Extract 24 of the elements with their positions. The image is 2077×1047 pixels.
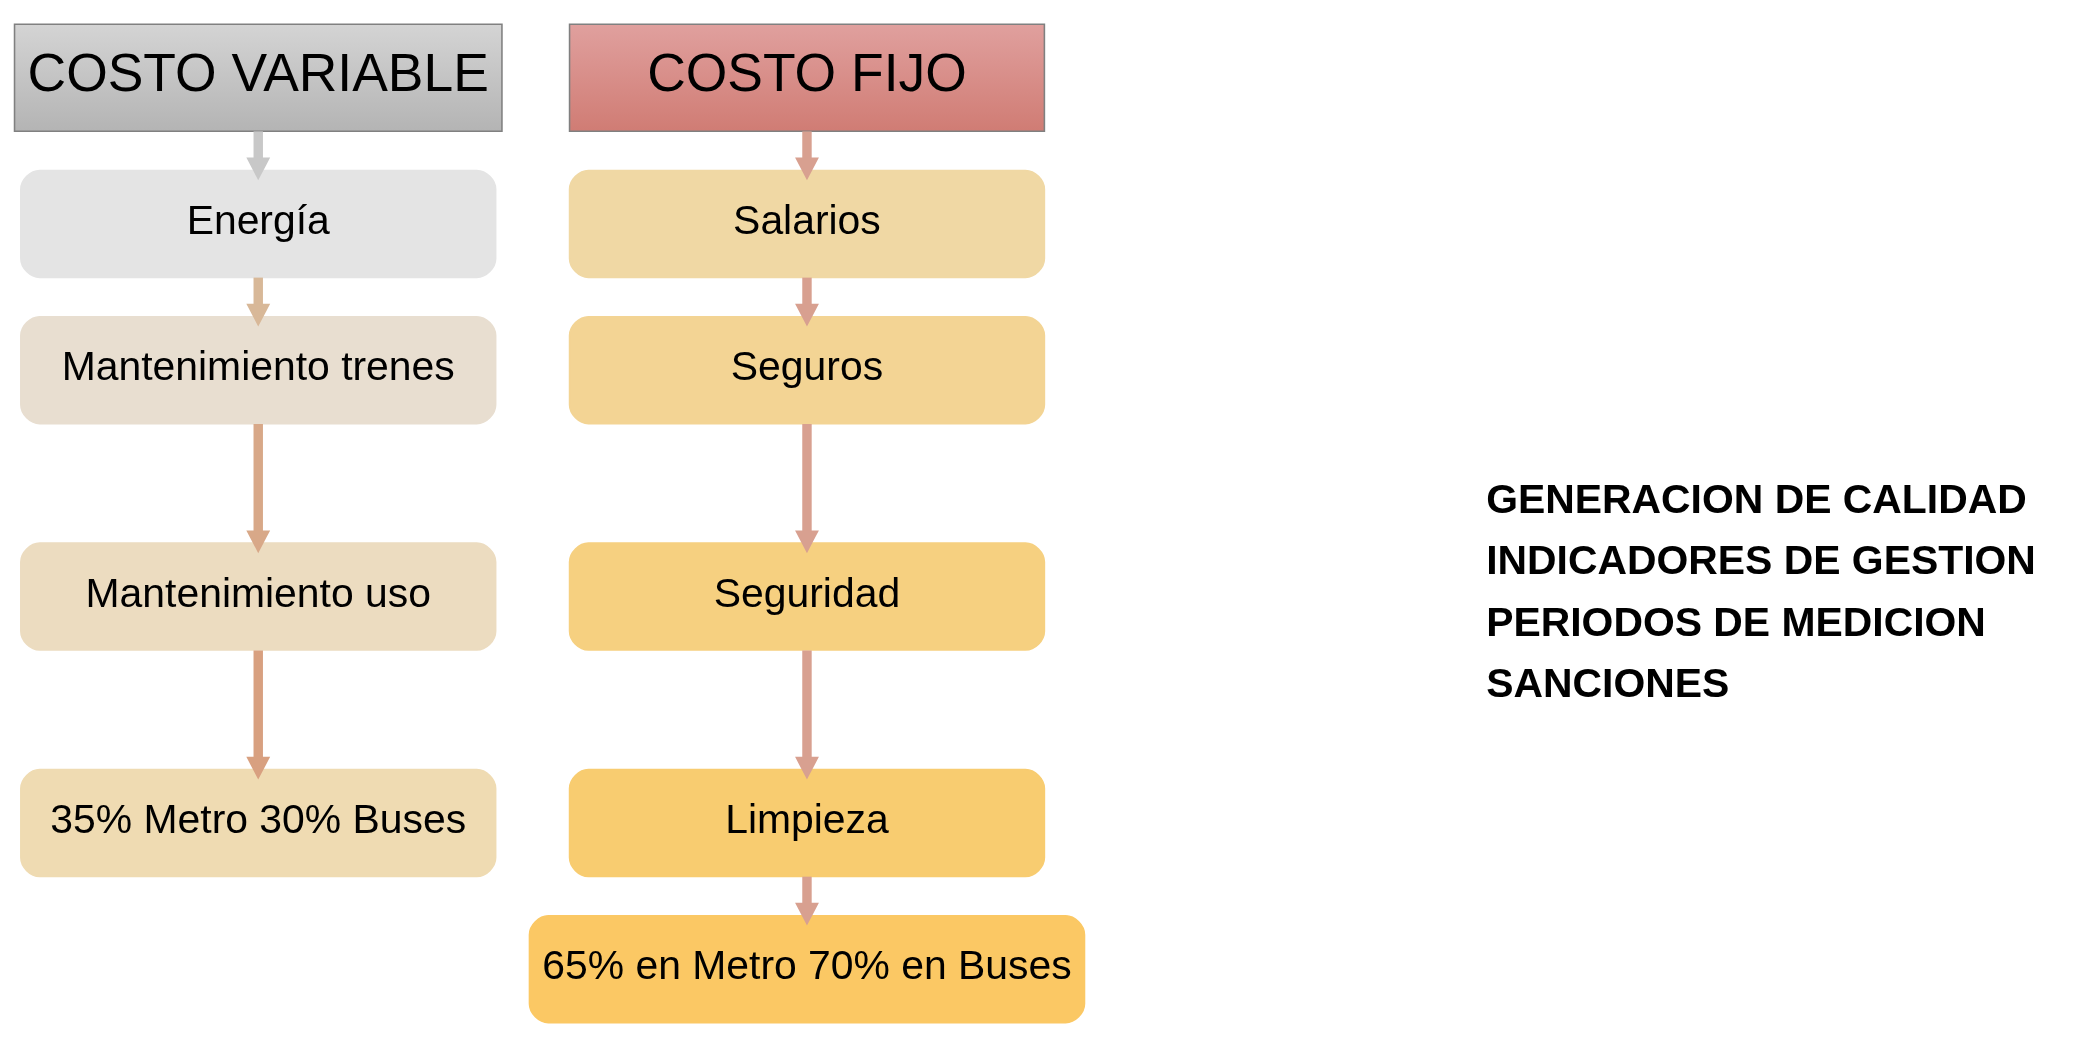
arrow: [795, 277, 819, 327]
node-box: 65% en Metro 70% en Buses: [528, 915, 1086, 1024]
node-box: Salarios: [568, 169, 1046, 279]
arrow: [795, 424, 819, 554]
arrow: [246, 277, 271, 327]
label: PERIODOS DE MEDICION: [1486, 598, 1986, 645]
node-box: COSTO FIJO: [568, 23, 1046, 132]
node-box: Seguros: [568, 315, 1046, 425]
label: INDICADORES DE GESTION: [1486, 537, 2036, 584]
node-box: 35% Metro 30% Buses: [20, 768, 497, 878]
arrow: [795, 650, 819, 780]
arrow: [795, 876, 819, 926]
node-box: Seguridad: [568, 542, 1046, 651]
node-box: Energía: [20, 169, 497, 279]
arrow: [246, 650, 271, 780]
arrow: [246, 424, 271, 554]
arrow: [795, 131, 819, 181]
label: SANCIONES: [1486, 659, 1730, 706]
arrow: [246, 131, 271, 181]
label: GENERACION DE CALIDAD: [1486, 475, 2027, 522]
node-box: Mantenimiento uso: [20, 542, 497, 651]
node-box: Limpieza: [568, 768, 1046, 878]
node-box: Mantenimiento trenes: [20, 315, 497, 425]
node-box: COSTO VARIABLE: [13, 23, 503, 132]
